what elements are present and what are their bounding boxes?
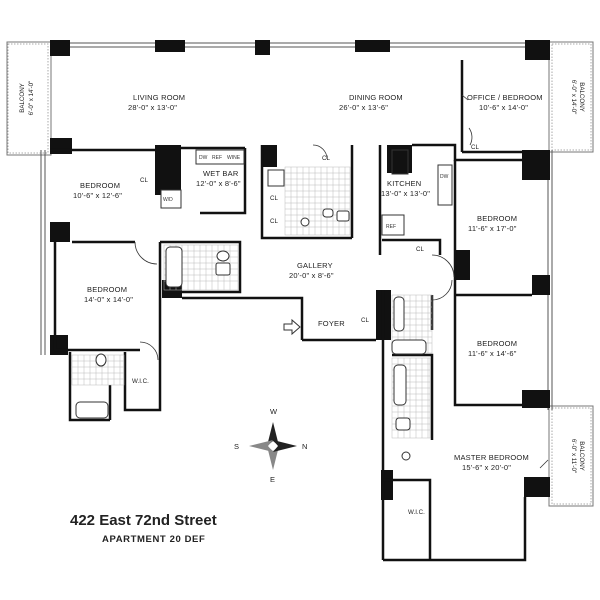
wine-label: WINE xyxy=(227,155,241,161)
bedroom1-dim: 10'-6" x 12'-6" xyxy=(73,191,122,200)
closet-label-3: CL xyxy=(270,195,278,202)
living-room-dim: 28'-0" x 13'-0" xyxy=(128,103,177,112)
bedroom3-name: BEDROOM xyxy=(87,285,127,294)
balcony-right-top-dim: 6'-0" x 14'-0" xyxy=(570,80,577,115)
dw-label: DW xyxy=(199,155,208,161)
balcony-left-name: BALCONY xyxy=(19,83,26,113)
sink xyxy=(215,262,231,276)
office-dim: 10'-6" x 14'-0" xyxy=(479,103,528,112)
living-room-name: LIVING ROOM xyxy=(133,93,185,102)
wic-label-2: W.I.C. xyxy=(408,509,425,516)
bathtub xyxy=(165,246,183,288)
balcony-right-bottom-name: BALCONY xyxy=(578,441,585,471)
closet-label-5: CL xyxy=(471,144,479,151)
bedroom2-dim: 11'-6" x 17'-0" xyxy=(468,224,517,233)
toilet xyxy=(216,250,230,262)
walls xyxy=(50,40,550,500)
master-dim: 15'-6" x 20'-0" xyxy=(462,463,511,472)
bathtub-2 xyxy=(391,339,427,355)
bathtub-3 xyxy=(75,401,109,419)
sink-2 xyxy=(336,210,350,222)
window-walls xyxy=(40,42,553,410)
washer-dryer xyxy=(160,189,182,209)
balcony-right-bottom-dim: 6'-0" x 11'-0" xyxy=(570,439,577,473)
closet-label-6: CL xyxy=(416,246,424,253)
compass-letters: W S N E xyxy=(234,407,308,484)
compass-s: S xyxy=(234,442,239,451)
vanity-2 xyxy=(393,364,407,406)
balcony-right-bottom-outline xyxy=(548,405,594,507)
vanity-1 xyxy=(393,296,405,332)
compass-w: W xyxy=(270,407,278,416)
wd-label: W/D xyxy=(163,197,173,203)
closet-label-7: CL xyxy=(361,317,369,324)
closet-label-1: CL xyxy=(140,177,148,184)
toilet-2 xyxy=(322,208,334,218)
balcony-left-outline xyxy=(6,41,52,156)
small-labels: CL CL CL CL CL CL CL W.I.C. W.I.C. W/D D… xyxy=(132,144,479,516)
apartment-subtitle: APARTMENT 20 DEF xyxy=(102,534,206,545)
ref-label-1: REF xyxy=(212,155,222,161)
closet-label-4: CL xyxy=(270,218,278,225)
balcony-right-top-name: BALCONY xyxy=(578,82,585,112)
master-name: MASTER BEDROOM xyxy=(454,453,529,462)
balcony-right-top-outline xyxy=(548,41,594,153)
dining-room-name: DINING ROOM xyxy=(349,93,403,102)
bedroom3-dim: 14'-0" x 14'-0" xyxy=(84,295,133,304)
bedroom2-name: BEDROOM xyxy=(477,214,517,223)
dw-label-kitchen: DW xyxy=(440,174,449,180)
address-title: 422 East 72nd Street xyxy=(70,512,217,529)
fixtures xyxy=(75,149,453,461)
bedroom4-name: BEDROOM xyxy=(477,339,517,348)
interior-walls xyxy=(50,60,532,562)
kitchen-dim: 13'-0" x 13'-0" xyxy=(381,189,430,198)
balcony-left-dim: 6'-0" x 14'-0" xyxy=(28,81,35,116)
closet-label-2: CL xyxy=(322,155,330,162)
ref-label-2: REF xyxy=(386,224,396,230)
washer xyxy=(267,169,285,187)
counter xyxy=(437,164,453,206)
entry-arrow-icon xyxy=(283,318,301,336)
stove xyxy=(391,149,409,175)
room-labels: LIVING ROOM 28'-0" x 13'-0" DINING ROOM … xyxy=(73,93,543,472)
wetbar-name: WET BAR xyxy=(203,169,239,178)
dining-room-dim: 26'-0" x 13'-6" xyxy=(339,103,388,112)
office-name: OFFICE / BEDROOM xyxy=(467,93,543,102)
shower-drain-2 xyxy=(401,451,411,461)
wic-label-1: W.I.C. xyxy=(132,378,149,385)
door-swings xyxy=(134,94,549,469)
fridge xyxy=(381,214,405,236)
bedroom1-name: BEDROOM xyxy=(80,181,120,190)
kitchen-name: KITCHEN xyxy=(387,179,421,188)
gallery-dim: 20'-0" x 8'-6" xyxy=(289,271,334,280)
toilet-4 xyxy=(395,417,411,431)
compass-e: E xyxy=(270,475,275,484)
gallery-name: GALLERY xyxy=(297,261,333,270)
compass-n: N xyxy=(302,442,308,451)
toilet-3 xyxy=(95,353,107,367)
shower-drain xyxy=(300,217,310,227)
foyer-name: FOYER xyxy=(318,319,345,328)
wetbar-dim: 12'-0" x 8'-6" xyxy=(196,179,241,188)
balcony-outlines xyxy=(6,41,594,507)
compass-rose-icon xyxy=(249,422,297,470)
bedroom4-dim: 11'-6" x 14'-6" xyxy=(468,349,517,358)
balcony-labels: BALCONY 6'-0" x 14'-0" 6'-0" x 14'-0" BA… xyxy=(19,80,585,473)
wet-bar-counter xyxy=(195,149,245,165)
